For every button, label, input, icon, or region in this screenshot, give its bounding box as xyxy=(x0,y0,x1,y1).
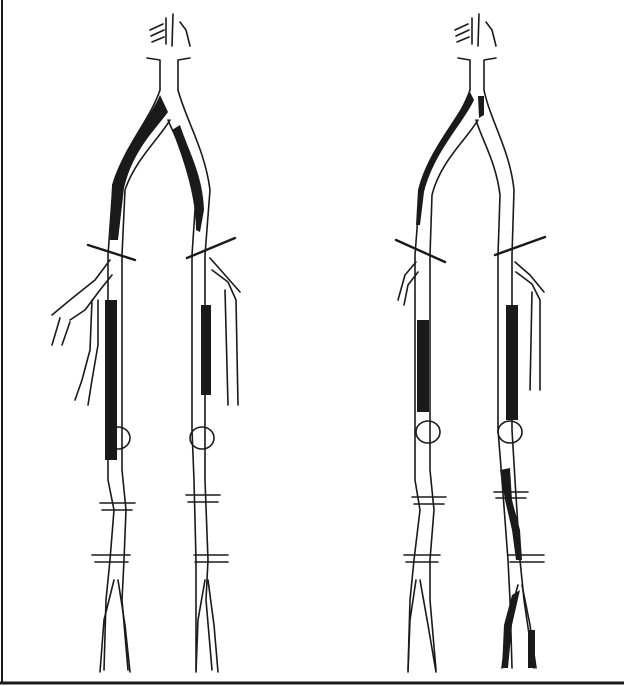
left-arterial-tree xyxy=(52,14,240,672)
left-aorta xyxy=(147,58,190,90)
r-right-profunda xyxy=(515,262,544,390)
left-renal-arteries xyxy=(150,14,190,46)
left-profunda xyxy=(52,260,112,405)
r-left-genicular-ticks xyxy=(404,497,446,562)
occlusion-r-right-peroneal-tip xyxy=(528,630,535,668)
right-aorta xyxy=(458,58,496,90)
left-iliac-inner xyxy=(122,120,170,670)
occlusion-r-left-sfa xyxy=(417,320,429,412)
left-clamp-line xyxy=(88,245,135,260)
right-profunda xyxy=(210,258,240,405)
occlusion-r-right-aortoiliac xyxy=(478,96,484,118)
occlusion-right-aortoiliac xyxy=(172,125,204,232)
r-left-iliac-inner xyxy=(430,120,478,670)
left-panel-occlusions xyxy=(105,95,211,460)
r-left-clamp-line xyxy=(396,240,445,262)
r-right-clamp-line xyxy=(495,237,545,255)
right-renal-arteries xyxy=(455,14,496,46)
occlusion-r-right-popliteal-tibial xyxy=(500,468,522,560)
occlusion-right-sfa xyxy=(201,305,211,395)
right-clamp-line xyxy=(187,238,235,258)
right-panel-occlusions xyxy=(416,92,535,668)
occlusion-r-left-aortoiliac xyxy=(416,92,474,225)
occlusion-left-aortoiliac xyxy=(110,95,168,240)
right-knee-loop xyxy=(190,427,214,449)
right-iliac-inner xyxy=(168,120,196,670)
r-right-knee-loop xyxy=(498,421,522,443)
occlusion-r-right-sfa xyxy=(506,305,518,420)
r-left-knee-loop xyxy=(416,421,440,443)
occlusion-left-sfa xyxy=(105,300,117,460)
